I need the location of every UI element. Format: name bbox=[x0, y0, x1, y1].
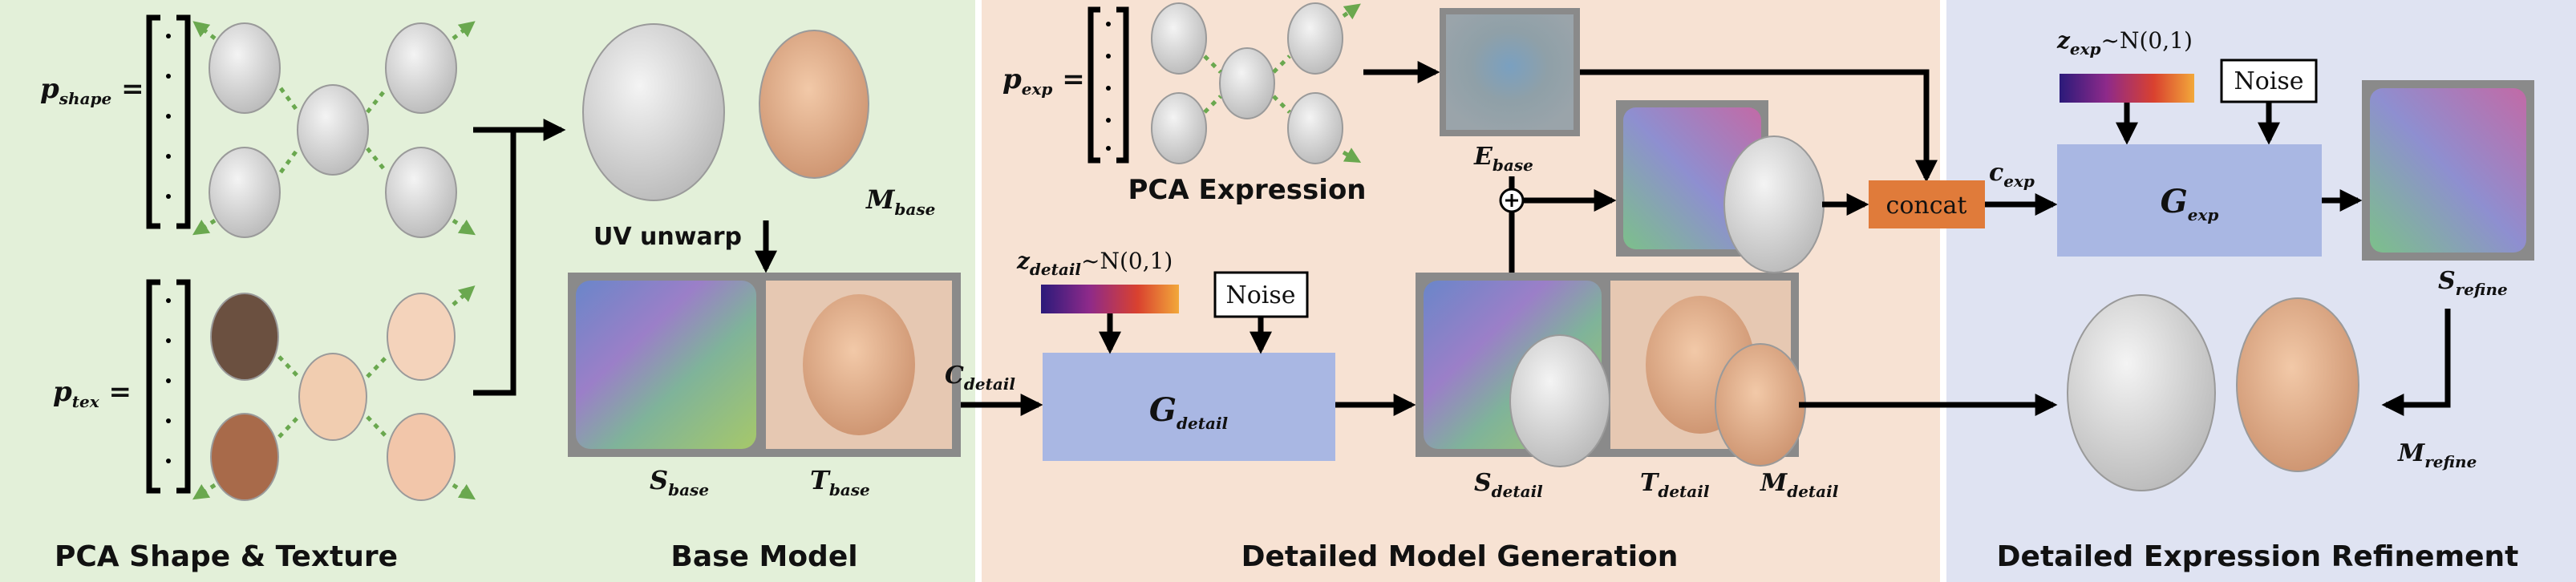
label-g-detail: Gdetail bbox=[1149, 391, 1229, 433]
generator-detail-box bbox=[1043, 353, 1335, 461]
face-mesh-icon bbox=[209, 22, 281, 114]
label-t-base: Tbase bbox=[810, 465, 870, 499]
label-e-base: Ebase bbox=[1473, 143, 1533, 175]
face-texture-icon bbox=[1715, 343, 1806, 467]
face-texture-icon bbox=[387, 293, 456, 381]
section-title-pca: PCA Shape & Texture bbox=[55, 540, 398, 573]
label-m-refine: Mrefine bbox=[2397, 439, 2477, 471]
label-m-detail: Mdetail bbox=[1760, 469, 1839, 501]
face-texture-icon bbox=[387, 413, 456, 501]
label-s-base: Sbase bbox=[650, 465, 709, 499]
texture-vector-bracket bbox=[146, 279, 191, 494]
concat-box bbox=[1869, 180, 1985, 228]
face-texture-icon bbox=[210, 293, 279, 381]
face-mesh-icon bbox=[1151, 92, 1207, 164]
label-z-detail: zdetail~N(0,1) bbox=[1016, 248, 1173, 279]
label-p-exp: pexp = bbox=[1002, 63, 1085, 99]
noise-vector-detail bbox=[1041, 285, 1179, 313]
arrow-icon bbox=[2381, 309, 2451, 416]
pca-shape-faces bbox=[192, 21, 476, 238]
label-m-base: Mbase bbox=[865, 184, 935, 219]
face-mesh-icon bbox=[209, 147, 281, 238]
face-mesh-icon bbox=[1219, 47, 1275, 119]
face-texture-icon bbox=[2236, 297, 2359, 472]
concat-label: concat bbox=[1886, 192, 1967, 220]
face-texture-icon bbox=[759, 30, 869, 179]
section-title-refine: Detailed Expression Refinement bbox=[1997, 540, 2519, 573]
noise-box-exp bbox=[2220, 59, 2318, 103]
label-s-refine: Srefine bbox=[2438, 267, 2508, 299]
pca-texture-faces bbox=[192, 285, 476, 501]
label-z-exp: zexp~N(0,1) bbox=[2056, 27, 2193, 59]
arrow-e-base-to-concat bbox=[1580, 69, 1938, 183]
section-title-base: Base Model bbox=[670, 540, 857, 573]
merge-bracket-arrow bbox=[473, 127, 516, 396]
label-c-exp: cexp bbox=[1989, 159, 2035, 191]
label-p-tex: ptex = bbox=[53, 376, 132, 411]
face-mesh-icon bbox=[582, 23, 725, 201]
face-mesh-icon bbox=[297, 84, 369, 176]
label-g-exp: Gexp bbox=[2161, 183, 2219, 224]
label-p-shape: pshape = bbox=[40, 73, 144, 108]
e-base-map bbox=[1446, 14, 1574, 130]
section-title-detail: Detailed Model Generation bbox=[1241, 540, 1679, 573]
generator-exp-box bbox=[2057, 144, 2322, 257]
uv-map-icon bbox=[576, 281, 756, 449]
face-mesh-icon bbox=[1287, 92, 1343, 164]
noise-vector-exp bbox=[2060, 74, 2194, 103]
label-s-detail: Sdetail bbox=[1474, 469, 1543, 501]
noise-label-exp: Noise bbox=[2234, 67, 2303, 95]
face-texture-icon bbox=[298, 353, 367, 441]
face-mesh-icon bbox=[1151, 2, 1207, 75]
shape-vector-bracket bbox=[146, 14, 191, 229]
base-texture-face bbox=[759, 30, 869, 179]
label-t-detail: Tdetail bbox=[1640, 469, 1710, 501]
face-mesh-icon bbox=[1287, 2, 1343, 75]
face-mesh-icon bbox=[1723, 135, 1825, 273]
face-mesh-icon bbox=[385, 147, 457, 238]
uv-map-icon bbox=[2370, 88, 2526, 253]
expression-vector-bracket bbox=[1088, 6, 1129, 164]
face-texture-icon bbox=[803, 294, 915, 435]
base-mesh bbox=[582, 23, 725, 201]
label-c-detail: Cdetail bbox=[945, 362, 1015, 394]
noise-label-detail: Noise bbox=[1225, 281, 1295, 309]
face-texture-icon bbox=[210, 413, 279, 501]
noise-box-detail bbox=[1213, 271, 1309, 318]
face-mesh-icon bbox=[1509, 334, 1610, 467]
label-pca-expression: PCA Expression bbox=[1128, 174, 1366, 206]
face-mesh-icon bbox=[385, 22, 457, 114]
face-mesh-icon bbox=[2067, 294, 2216, 491]
pca-expression-faces bbox=[1151, 2, 1362, 164]
label-uv-unwarp: UV unwarp bbox=[593, 223, 742, 251]
